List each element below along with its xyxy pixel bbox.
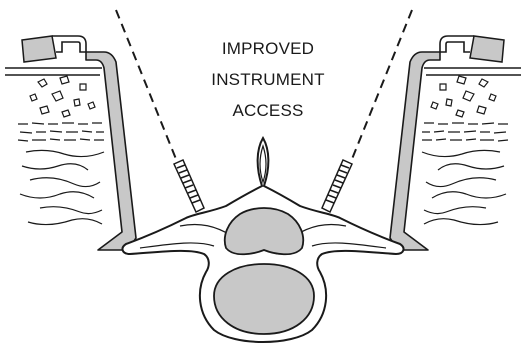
vertebra bbox=[123, 138, 404, 342]
skin-surface-right bbox=[424, 68, 521, 75]
caption-line-2: INSTRUMENT bbox=[183, 64, 353, 95]
soft-tissue-left bbox=[18, 76, 104, 225]
pedicle-screw-right bbox=[322, 160, 352, 212]
pedicle-screw-left bbox=[174, 160, 204, 212]
soft-tissue-right bbox=[422, 76, 508, 225]
caption-text: IMPROVED INSTRUMENT ACCESS bbox=[183, 33, 353, 126]
caption-line-1: IMPROVED bbox=[183, 33, 353, 64]
caption-line-3: ACCESS bbox=[183, 95, 353, 126]
skin-surface-left bbox=[5, 68, 102, 75]
